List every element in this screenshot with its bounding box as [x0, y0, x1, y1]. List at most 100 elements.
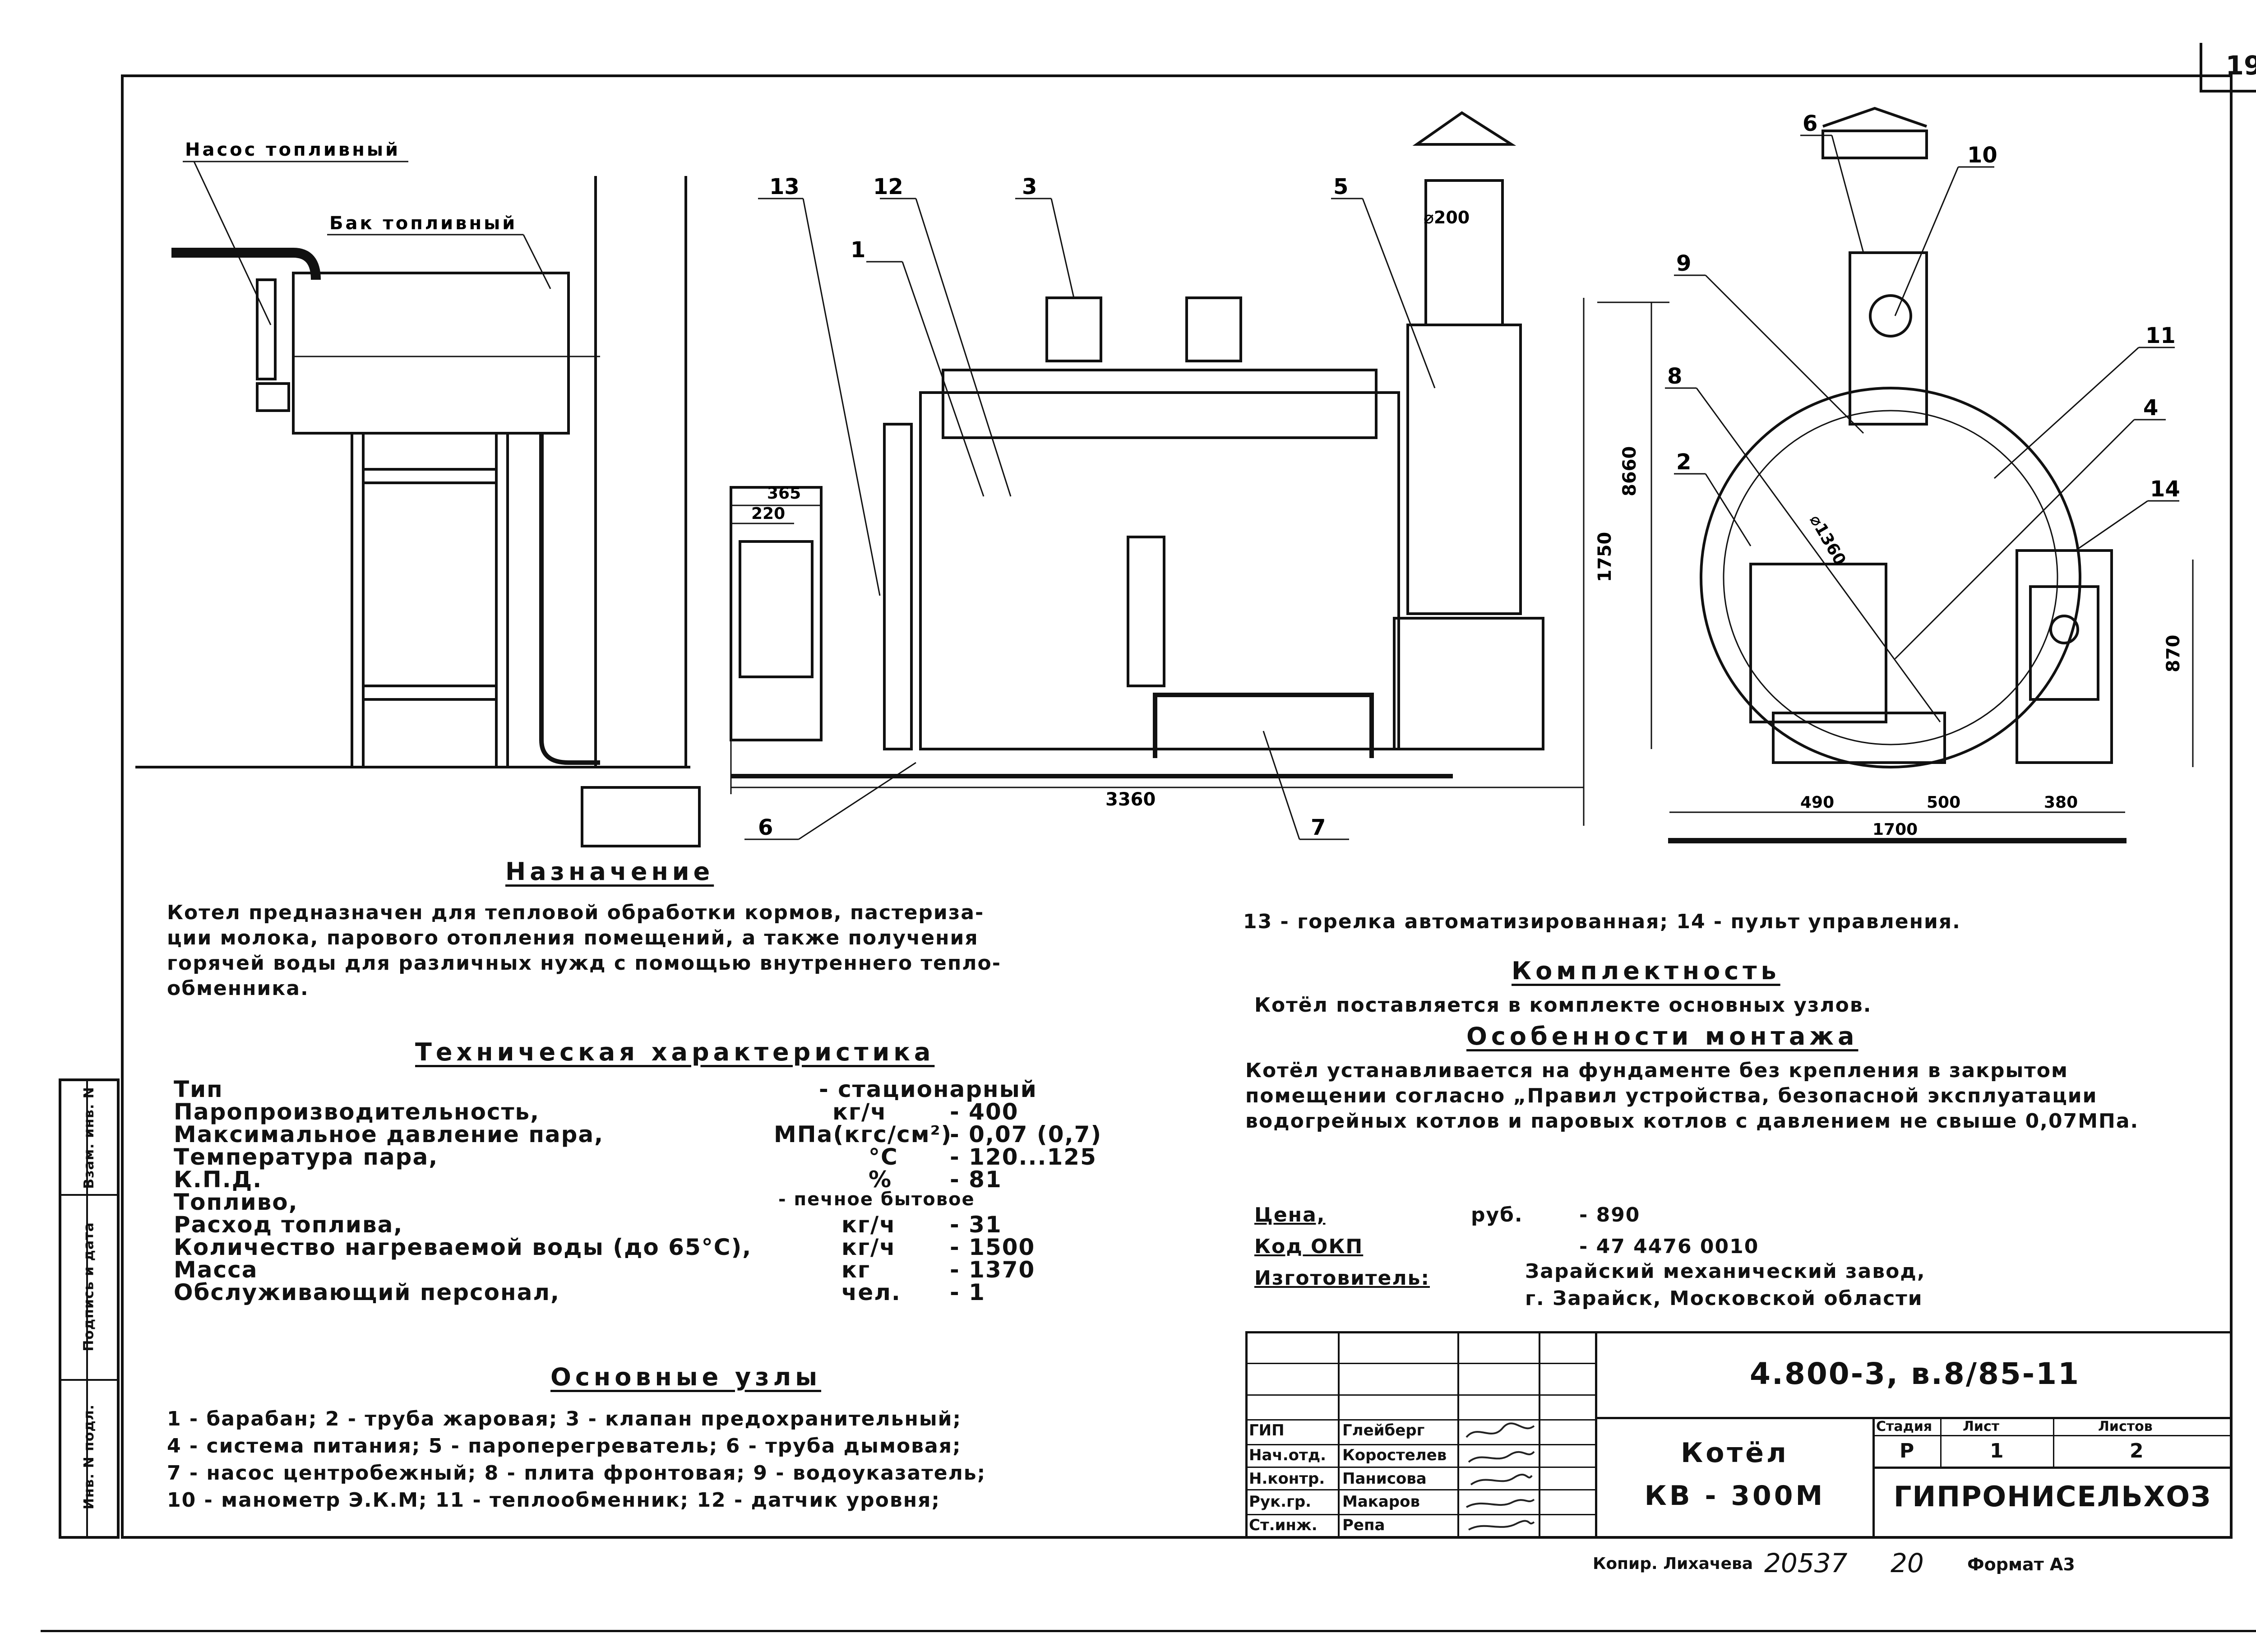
callout-13: 13 [769, 174, 800, 199]
mounting-line: помещении согласно „Правил устройства, б… [1245, 1084, 2098, 1107]
callout-14: 14 [2150, 477, 2180, 502]
spec-value: - 1500 [950, 1234, 1036, 1260]
stage-header: Стадия [1876, 1419, 1932, 1435]
spec-name: Паропроизводительность, [174, 1099, 540, 1125]
org-name: ГИПРОНИСЕЛЬХОЗ [1893, 1480, 2212, 1513]
staff-role: Рук.гр. [1249, 1493, 1312, 1511]
callout-11: 11 [2145, 323, 2176, 348]
boiler-body [919, 391, 1400, 750]
bottom-rule [41, 1630, 2256, 1632]
spec-value: - 31 [950, 1212, 1002, 1238]
spec-unit: кг/ч [841, 1234, 896, 1260]
spec-name: Масса [174, 1257, 258, 1283]
grid-line [1457, 1331, 1459, 1539]
tank-label: Бак топливный [329, 213, 517, 234]
completeness-heading: Комплектность [1512, 957, 1780, 985]
dim-490: 490 [1800, 793, 1834, 812]
grid-line [2053, 1417, 2054, 1467]
sheet-info: Стадия Лист Листов Р 1 2 [1872, 1417, 2233, 1469]
control-panel-front [2016, 549, 2113, 764]
dim-3360: 3360 [1105, 789, 1156, 810]
sheet-header: Лист [1963, 1419, 2000, 1435]
spec-row: Максимальное давление пара, МПа(кгс/см²)… [174, 1121, 1211, 1148]
purpose-line: горячей воды для различных нужд с помощь… [167, 952, 1002, 975]
units-line: 1 - барабан; 2 - труба жаровая; 3 - клап… [167, 1407, 962, 1430]
copied-label: Копир. Лихачева [1593, 1555, 1753, 1573]
units-line: 7 - насос центробежный; 8 - плита фронто… [167, 1462, 986, 1485]
spec-name: К.П.Д. [174, 1166, 263, 1193]
staff-name: Репа [1342, 1516, 1385, 1534]
units-heading: Основные узлы [550, 1363, 822, 1391]
sheets-value: 2 [2130, 1439, 2144, 1462]
dim-380: 380 [2044, 793, 2078, 812]
callout-6-side: 6 [758, 815, 773, 840]
format-label: Формат А3 [1967, 1555, 2075, 1574]
grid-line [1245, 1467, 1597, 1468]
boiler-drawing: Насос топливный Бак топливный ⌀200 ⌀1360… [135, 106, 2194, 847]
flue-diameter-label: ⌀200 [1424, 208, 1470, 227]
spec-value: - печное бытовое [778, 1189, 975, 1210]
maker-line2: г. Зарайск, Московской области [1525, 1287, 1923, 1310]
page-number-box: 19 [2200, 43, 2256, 93]
spec-name: Температура пара, [174, 1144, 439, 1170]
spec-row: Расход топлива, кг/ч - 31 [174, 1212, 1211, 1238]
purpose-line: Котел предназначен для тепловой обработк… [167, 901, 985, 924]
spec-unit: % [869, 1166, 892, 1193]
okp-label: Код ОКП [1254, 1235, 1364, 1258]
footer-number-1: 20537 [1764, 1548, 1848, 1578]
sidebar-cell-inv-label: Инв. N подл. [81, 1404, 97, 1510]
spec-name: Расход топлива, [174, 1212, 403, 1238]
callout-10: 10 [1967, 143, 1997, 168]
staff-role: Нач.отд. [1249, 1446, 1327, 1464]
title-line1: Котёл [1681, 1437, 1789, 1469]
spec-name: Топливо, [174, 1189, 298, 1215]
drawing-frame [121, 74, 2233, 1539]
pump-label: Насос топливный [185, 139, 400, 160]
dim-500: 500 [1927, 793, 1960, 812]
okp-value: - 47 4476 0010 [1579, 1235, 1759, 1258]
staff-name: Макаров [1342, 1493, 1420, 1511]
units-line: 4 - система питания; 5 - пароперегревате… [167, 1435, 962, 1458]
callout-5: 5 [1333, 174, 1348, 199]
title-line2: КВ - 300М [1644, 1480, 1826, 1512]
spec-row: К.П.Д. % - 81 [174, 1166, 1211, 1193]
spec-value: - 0,07 (0,7) [950, 1121, 1102, 1148]
spec-name: Количество нагреваемой воды (до 65°С), [174, 1234, 752, 1260]
signature-grid [1245, 1331, 1597, 1539]
grid-line [1245, 1419, 1597, 1421]
fuel-tank [292, 272, 570, 435]
mounting-text: Котёл устанавливается на фундаменте без … [1245, 1058, 2229, 1134]
sidebar-cell-sign: Подпись и дата [61, 1194, 117, 1379]
units-continuation: 13 - горелка автоматизированная; 14 - пу… [1243, 910, 1961, 933]
sidebar-cell-replace: Взам. инв. N [61, 1081, 117, 1194]
purpose-line: обменника. [167, 977, 309, 1000]
purpose-heading: Назначение [505, 857, 714, 886]
grid-line [1338, 1331, 1340, 1539]
price-unit: руб. [1471, 1203, 1523, 1226]
spec-row: Температура пара, °С - 120...125 [174, 1144, 1211, 1170]
price-label: Цена, [1254, 1203, 1326, 1226]
stage-value: Р [1900, 1439, 1914, 1462]
staff-name: Панисова [1342, 1470, 1427, 1488]
spec-unit: кг/ч [841, 1212, 896, 1238]
units-list: 1 - барабан; 2 - труба жаровая; 3 - клап… [167, 1406, 1250, 1514]
spec-unit: кг [841, 1257, 871, 1283]
spec-value: - 1 [950, 1279, 985, 1305]
doc-code-cell: 4.800-3, в.8/85-11 [1597, 1331, 2233, 1419]
spec-name: Максимальное давление пара, [174, 1121, 604, 1148]
callout-12: 12 [873, 174, 903, 199]
spec-row: Тип - стационарный [174, 1076, 1211, 1102]
spec-value: - 120...125 [950, 1144, 1097, 1170]
sidebar-rule [61, 1379, 117, 1381]
sheet-value: 1 [1990, 1439, 2004, 1462]
callout-2: 2 [1676, 449, 1691, 475]
spec-unit: МПа(кгс/см²) [774, 1121, 952, 1148]
staff-role: Ст.инж. [1249, 1516, 1318, 1534]
grid-line [1245, 1514, 1597, 1515]
page-number: 19 [2225, 50, 2256, 81]
staff-name: Глейберг [1342, 1421, 1425, 1439]
footer-number-2: 20 [1891, 1548, 1924, 1578]
grid-line [1245, 1363, 1597, 1364]
callout-1: 1 [851, 237, 865, 263]
spec-unit: кг/ч [832, 1099, 887, 1125]
